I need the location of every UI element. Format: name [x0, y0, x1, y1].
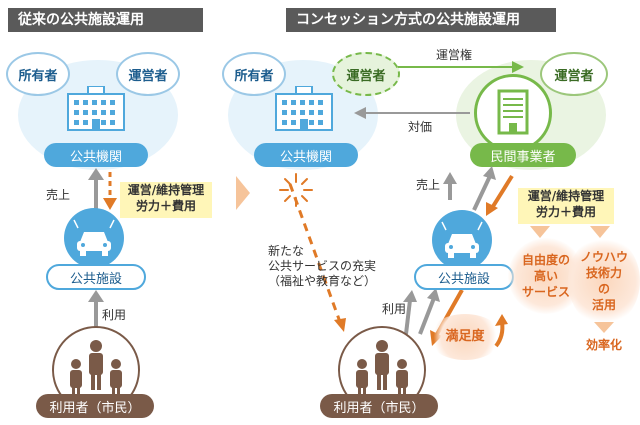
right-car-icon	[441, 221, 483, 258]
left-facility-pill: 公共施設	[46, 264, 146, 290]
benefit1-line1: 自由度の	[521, 253, 570, 267]
right-ops-chevrons	[530, 226, 610, 238]
right-people-icon	[356, 340, 408, 399]
office-building-icon	[474, 74, 552, 152]
right-satisfaction-label: 満足度	[445, 329, 485, 344]
left-use-label: 利用	[102, 308, 127, 322]
right-operator-label: 運営者	[554, 68, 594, 84]
right-consideration-label: 対価	[408, 120, 433, 134]
left-operator-label: 運営者	[128, 68, 168, 84]
left-facility-circle	[64, 208, 124, 268]
left-ops-note-line2: 労力＋費用	[135, 199, 196, 213]
right-ops-note-line1: 運営/維持管理	[527, 189, 605, 203]
right-new-services-line2: 公共サービスの充実	[268, 259, 377, 273]
left-public-agency-pill: 公共機関	[44, 143, 148, 167]
right-new-services-line3: （福祉や教育など）	[268, 274, 377, 288]
right-new-services-text: 新たな 公共サービスの充実 （福祉や教育など）	[268, 244, 376, 289]
car-icon	[73, 219, 115, 256]
benefit2-line1: ノウハウ	[579, 250, 628, 264]
benefit1-line2: 高い	[533, 269, 558, 283]
right-facility-circle	[432, 210, 492, 270]
people-icon	[70, 340, 122, 399]
right-agency-building-icon	[272, 85, 336, 132]
right-satisfaction: 満足度	[428, 314, 502, 360]
right-use-label: 利用	[382, 302, 407, 316]
left-owner-label: 所有者	[18, 68, 58, 84]
right-benefit-knowhow: ノウハウ 技術力 の 活用	[568, 236, 640, 326]
left-building-icon	[64, 85, 128, 132]
benefit2-line2: 技術力	[585, 266, 622, 280]
left-operator-callout: 運営者	[116, 52, 180, 96]
left-owner-callout: 所有者	[6, 52, 70, 96]
left-ops-note: 運営/維持管理 労力＋費用	[120, 182, 212, 218]
right-private-operator-pill: 民間事業者	[470, 143, 576, 167]
sparkle-icon	[279, 173, 313, 207]
benefit1-line3: サービス	[521, 285, 570, 299]
right-ops-note: 運営/維持管理 労力＋費用	[518, 188, 614, 224]
right-sales-label: 売上	[416, 178, 441, 192]
right-ops-note-line2: 労力＋費用	[535, 205, 596, 219]
right-operator-callout: 運営者	[540, 52, 608, 96]
efficiency-chevron	[594, 322, 614, 333]
benefit2-line4: 活用	[591, 298, 616, 312]
right-new-services-line1: 新たな	[268, 244, 305, 258]
panel-divider-chevron	[236, 176, 250, 210]
right-efficiency-label: 効率化	[586, 338, 623, 352]
right-owner-callout: 所有者	[222, 52, 286, 96]
benefit2-line3: の	[597, 282, 610, 296]
left-sales-label: 売上	[46, 188, 71, 202]
right-owner-label: 所有者	[234, 68, 274, 84]
right-panel-title: コンセッション方式の公共施設運用	[286, 8, 556, 32]
left-panel-title: 従来の公共施設運用	[8, 8, 203, 32]
right-operator-dashed-label: 運営者	[346, 68, 386, 84]
right-operating-right-label: 運営権	[436, 48, 473, 62]
left-users-pill: 利用者（市民）	[36, 394, 154, 418]
right-users-pill: 利用者（市民）	[320, 394, 438, 418]
right-public-agency-pill: 公共機関	[254, 143, 358, 167]
right-facility-pill: 公共施設	[414, 264, 514, 290]
left-ops-note-line1: 運営/維持管理	[127, 183, 205, 197]
right-operator-dashed-callout: 運営者	[332, 52, 400, 96]
